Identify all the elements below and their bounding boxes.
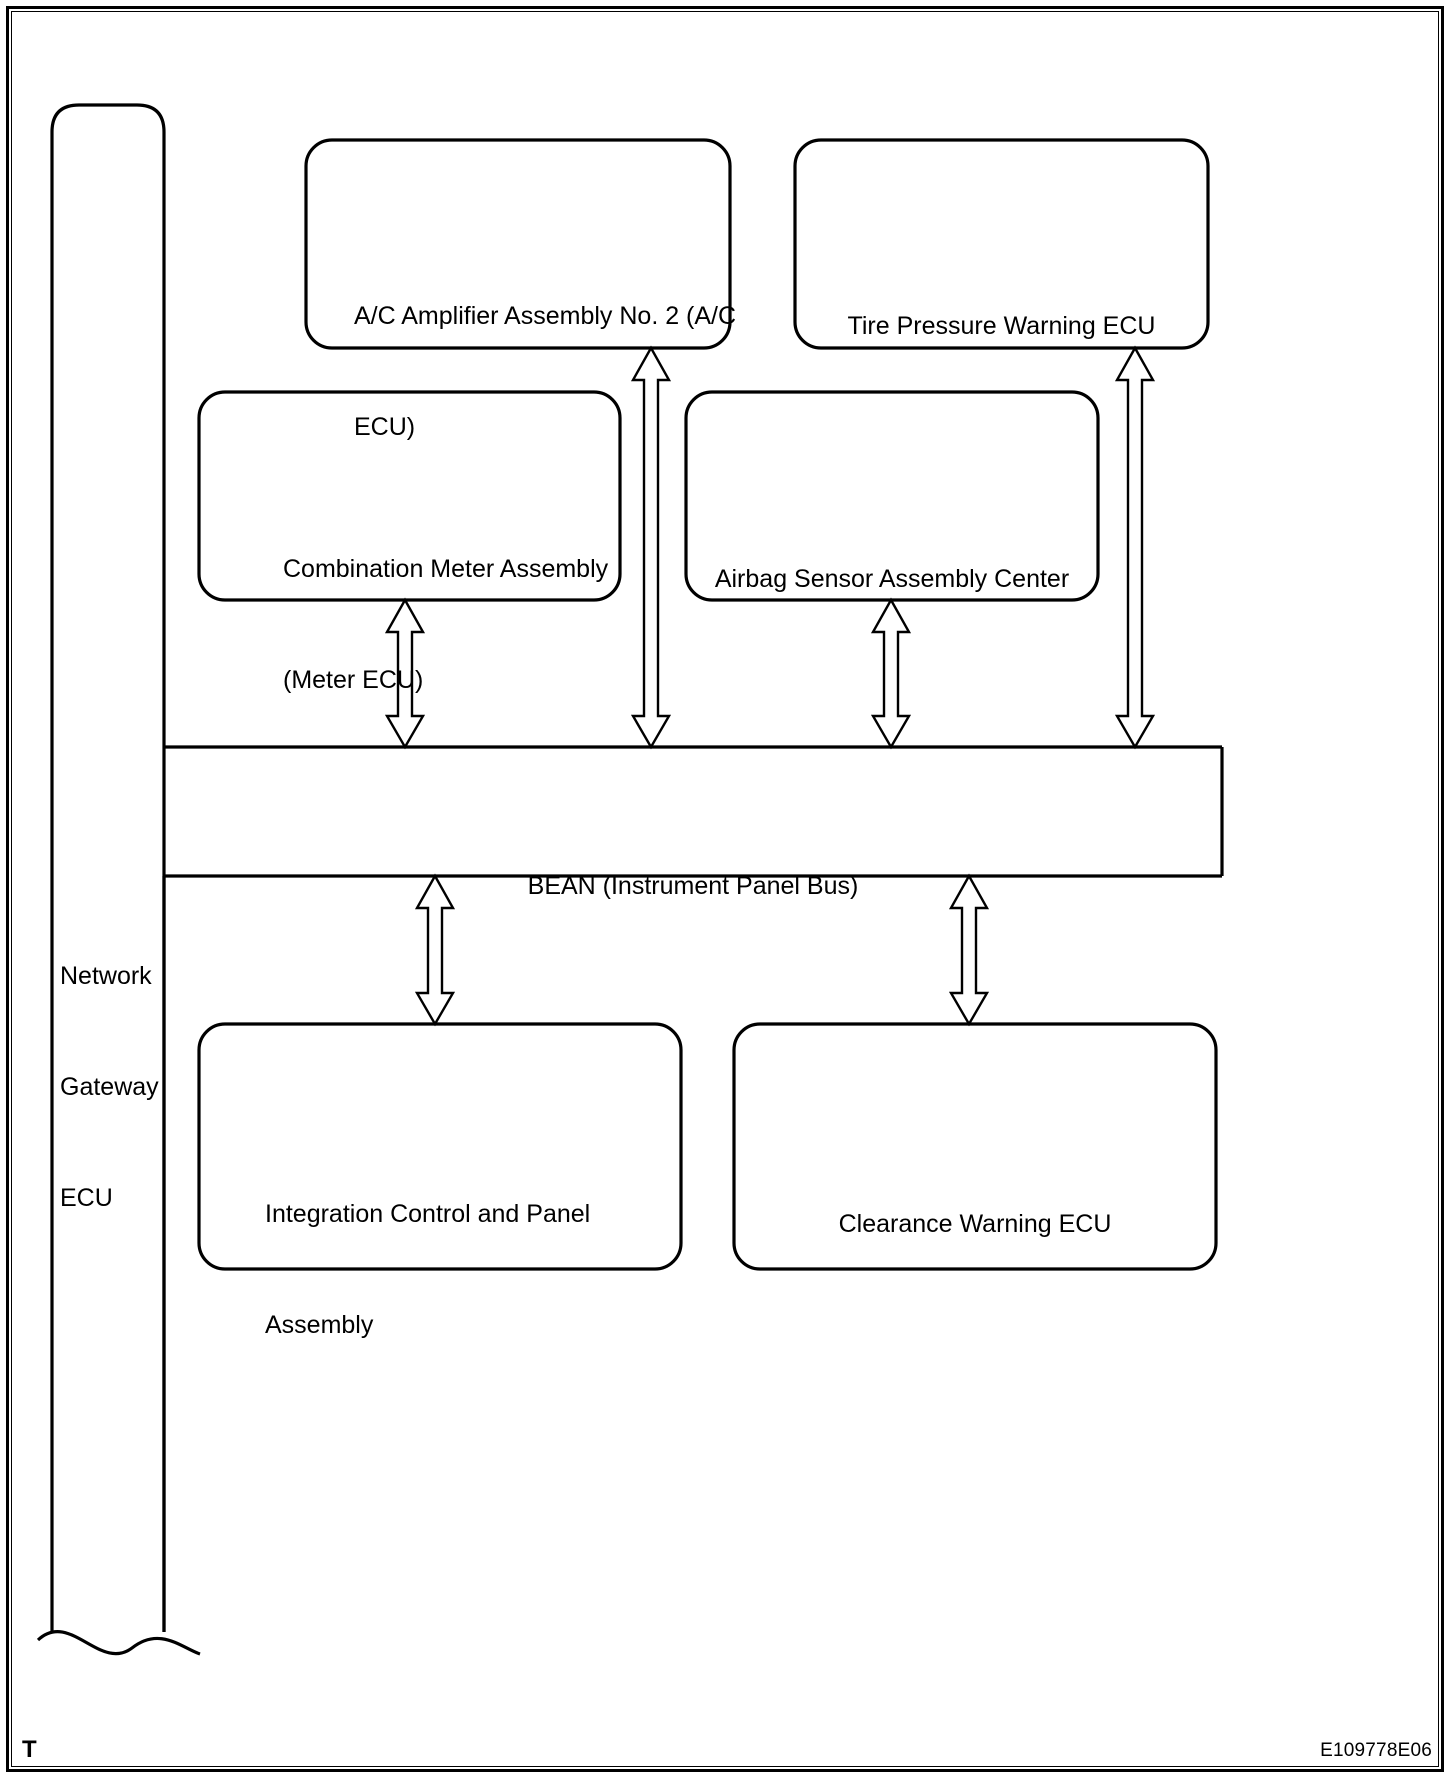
tire-pressure-warning-ecu-label-line1: Tire Pressure Warning ECU [847, 312, 1156, 340]
clearance-warning-ecu-box [732, 1022, 1218, 1271]
integration-control-and-panel-assembly-box [197, 1022, 683, 1271]
network-gateway-ecu-line3: ECU [60, 1184, 113, 1212]
integration-control-label-line2: Assembly [265, 1311, 374, 1339]
network-gateway-ecu-rail [50, 103, 166, 1632]
ac-amplifier-label-line1: A/C Amplifier Assembly No. 2 (A/C [354, 302, 737, 330]
tire-pressure-warning-ecu-box [793, 138, 1210, 350]
network-gateway-ecu-label: Network Gateway ECU [60, 884, 200, 1291]
integration-control-label-line1: Integration Control and Panel [265, 1200, 591, 1228]
arrow-bus-to-integration-control [414, 873, 456, 1027]
tire-pressure-warning-ecu-label: Tire Pressure Warning ECU [795, 234, 1208, 419]
airbag-sensor-assembly-center-label-line1: Airbag Sensor Assembly Center [714, 565, 1070, 593]
corner-marker-t: T [22, 1736, 37, 1763]
bean-bus-label-text: BEAN (Instrument Panel Bus) [527, 872, 859, 900]
arrow-airbag-sensor-to-bus [870, 597, 912, 750]
ac-amplifier-label: A/C Amplifier Assembly No. 2 (A/C ECU) [354, 224, 784, 520]
combination-meter-assembly-label-line2: (Meter ECU) [283, 666, 424, 694]
clearance-warning-ecu-label-line1: Clearance Warning ECU [838, 1210, 1112, 1238]
airbag-sensor-assembly-center-label: Airbag Sensor Assembly Center [686, 487, 1098, 672]
combination-meter-assembly-box [197, 390, 622, 602]
clearance-warning-ecu-label: Clearance Warning ECU [734, 1132, 1216, 1317]
arrow-tire-pressure-to-bus [1114, 345, 1156, 750]
arrow-combination-meter-to-bus [384, 597, 426, 750]
document-outer-border [6, 6, 1444, 1772]
network-gateway-ecu-line1: Network [60, 962, 152, 990]
arrow-ac-amplifier-to-bus [630, 345, 672, 750]
rail-break-wave [36, 1630, 201, 1656]
integration-control-and-panel-assembly-label: Integration Control and Panel Assembly [265, 1122, 665, 1418]
arrow-bus-to-clearance-warning [948, 873, 990, 1027]
ac-amplifier-box [304, 138, 732, 350]
network-gateway-ecu-line2: Gateway [60, 1073, 159, 1101]
combination-meter-assembly-label-line1: Combination Meter Assembly [283, 555, 609, 583]
ac-amplifier-label-line2: ECU) [354, 413, 416, 441]
bean-bus-label: BEAN (Instrument Panel Bus) [164, 794, 1222, 979]
figure-code: E109778E06 [1320, 1740, 1432, 1761]
document-inner-border [11, 11, 1439, 1767]
combination-meter-assembly-label: Combination Meter Assembly (Meter ECU) [283, 477, 613, 773]
